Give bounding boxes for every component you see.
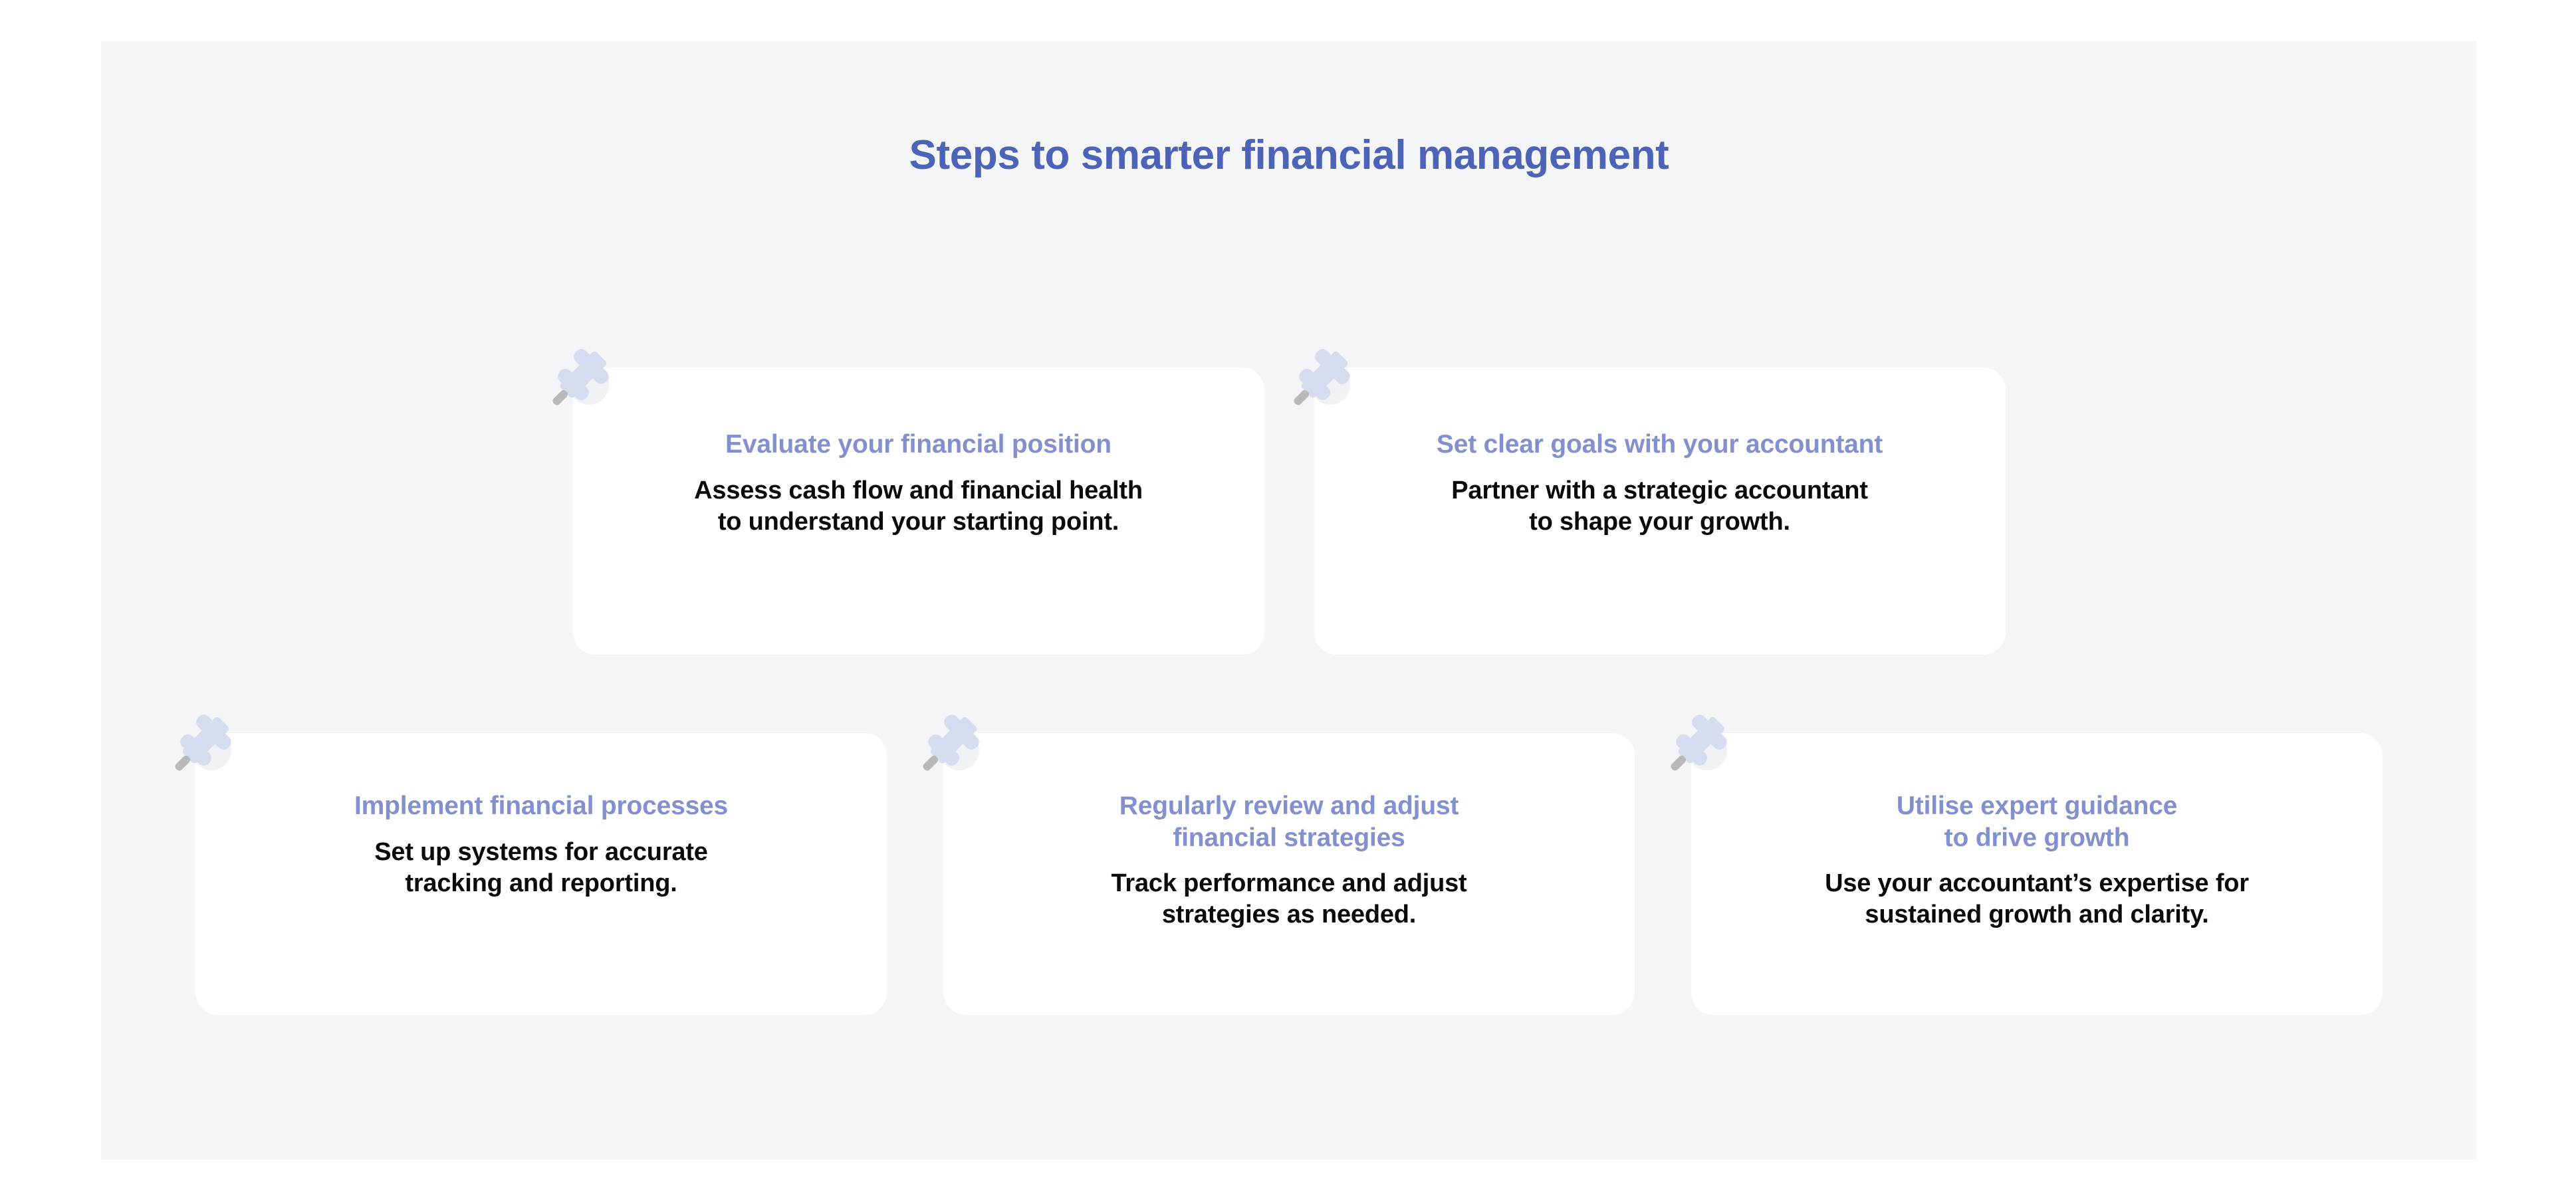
pushpin-icon [548, 344, 622, 418]
card-row-bottom: Implement financial processes Set up sys… [101, 714, 2477, 1015]
step-card[interactable]: Regularly review and adjust financial st… [923, 714, 1635, 1015]
step-card-title: Regularly review and adjust financial st… [1119, 792, 1459, 852]
pushpin-icon [1666, 709, 1740, 784]
step-card[interactable]: Evaluate your financial position Assess … [552, 349, 1264, 655]
step-card-body: Track performance and adjust strategies … [1111, 869, 1467, 929]
step-card-body: Assess cash flow and financial health to… [694, 476, 1143, 536]
pushpin-icon [918, 709, 993, 784]
card-row-top: Evaluate your financial position Assess … [101, 349, 2477, 655]
step-card-body: Set up systems for accurate tracking and… [374, 837, 708, 897]
page-title: Steps to smarter financial management [909, 132, 1669, 178]
step-card-title: Evaluate your financial position [725, 430, 1112, 459]
step-card[interactable]: Set clear goals with your accountant Par… [1293, 349, 2006, 655]
step-card[interactable]: Utilise expert guidance to drive growth … [1671, 714, 2383, 1015]
steps-panel: Steps to smarter financial management Ev… [101, 41, 2477, 1160]
step-card-body: Partner with a strategic accountant to s… [1451, 476, 1868, 536]
pushpin-icon [170, 709, 245, 784]
step-card-title: Set clear goals with your accountant [1436, 430, 1883, 459]
step-card-title: Implement financial processes [354, 792, 729, 820]
step-card-title: Utilise expert guidance to drive growth [1896, 792, 2178, 852]
step-card-body: Use your accountant’s expertise for sust… [1825, 869, 2249, 929]
step-card[interactable]: Implement financial processes Set up sys… [175, 714, 887, 1015]
pushpin-icon [1289, 344, 1363, 418]
